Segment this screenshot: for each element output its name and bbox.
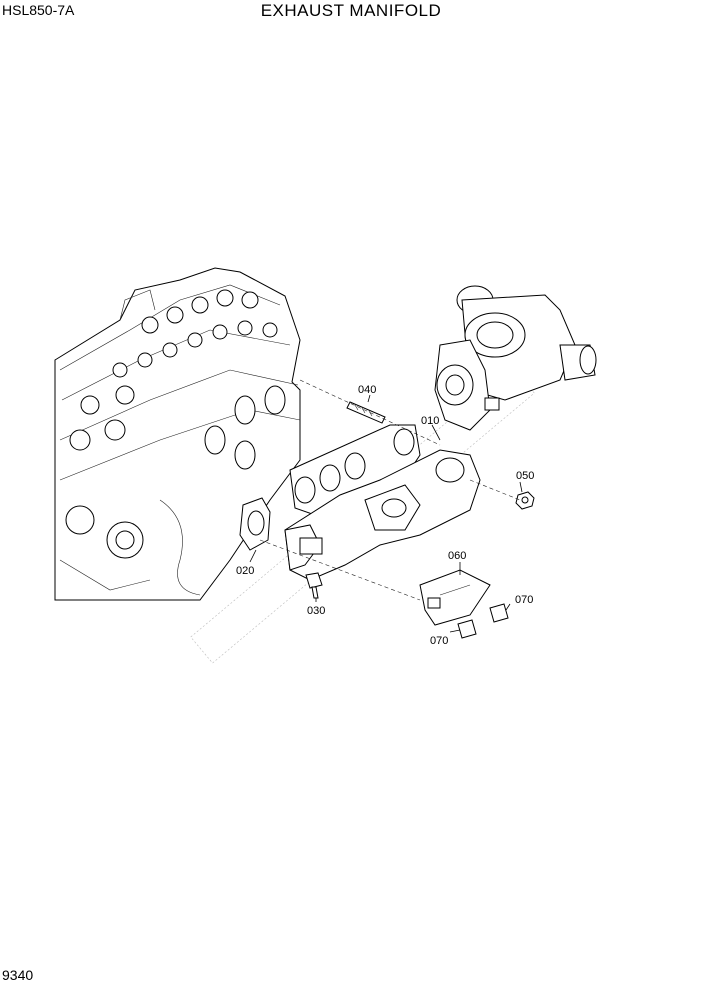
gasket-020 <box>239 497 271 551</box>
bolt-070-right <box>489 603 509 623</box>
bolt-070-lower <box>457 619 477 639</box>
bolt-030 <box>305 572 323 599</box>
callout-010: 010 <box>421 415 439 427</box>
callout-050: 050 <box>516 470 534 482</box>
callout-060: 060 <box>448 550 466 562</box>
stud-040 <box>346 401 386 424</box>
page-number: 9340 <box>2 967 34 983</box>
callout-070-right: 070 <box>515 594 533 606</box>
nut-050 <box>515 491 535 510</box>
page-title: EXHAUST MANIFOLD <box>260 1 442 20</box>
engine-block <box>54 267 301 601</box>
bracket-060 <box>419 569 491 626</box>
turbocharger <box>434 285 597 431</box>
callout-040: 040 <box>358 384 376 396</box>
callout-020: 020 <box>236 565 254 577</box>
callout-030: 030 <box>307 605 325 617</box>
manifold-gasket <box>289 424 421 516</box>
exhaust-manifold-010 <box>284 449 481 581</box>
leader-lines <box>249 379 523 633</box>
callout-070-lower: 070 <box>430 635 448 647</box>
model-number: HSL850-7A <box>2 2 75 18</box>
